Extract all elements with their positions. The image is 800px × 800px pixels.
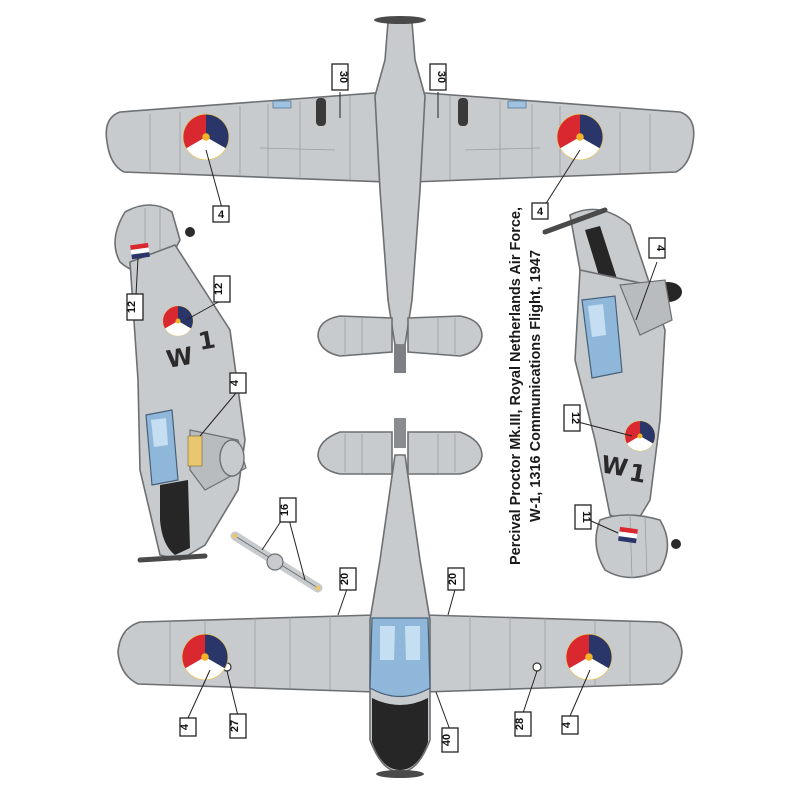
callout-30-top-right: 30 (429, 63, 447, 91)
right-side-view-aircraft: W 1 (542, 207, 682, 579)
callout-label: 20 (339, 573, 351, 585)
callout-label: 11 (580, 511, 592, 523)
propeller-decal (230, 531, 323, 593)
caption-line-2: W-1, 1316 Communications Flight, 1947 (528, 250, 544, 522)
callout-label: 20 (447, 573, 459, 585)
callout-label: 28 (514, 718, 526, 730)
left-code-w: W (164, 342, 195, 374)
callout-4-bottom-left: 4 (179, 717, 197, 737)
callout-label: 4 (179, 723, 191, 730)
callout-label: 16 (279, 504, 291, 516)
callout-4-top-right: 4 (531, 202, 549, 220)
callout-label: 4 (561, 721, 573, 728)
callout-label: 4 (537, 206, 544, 218)
callout-label: 30 (435, 71, 447, 83)
callout-12-left-flag: 12 (126, 293, 144, 321)
callout-12-left-roundel: 12 (213, 275, 231, 303)
callout-27-bottom-left: 27 (229, 713, 247, 739)
callout-4-top-left: 4 (212, 205, 230, 223)
callout-4-left-side: 4 (229, 372, 247, 394)
right-code-1: 1 (627, 458, 648, 488)
callout-20-bottom-left: 20 (339, 567, 357, 591)
left-side-view-aircraft: W 1 (114, 204, 247, 563)
callout-20-bottom-right: 20 (447, 567, 465, 591)
callout-label: 12 (126, 301, 138, 313)
callout-label: 4 (218, 209, 225, 221)
callout-4-right-side: 4 (648, 237, 666, 259)
caption-line-1: Percival Proctor Mk.III, Royal Netherlan… (508, 207, 524, 565)
callout-leaders (135, 92, 658, 731)
callout-label: 27 (229, 720, 241, 732)
callout-11-right-side: 11 (574, 504, 592, 530)
callout-label: 40 (441, 734, 453, 746)
callout-label: 12 (213, 283, 225, 295)
callout-4-bottom-right: 4 (561, 715, 579, 735)
callout-30-top-left: 30 (331, 63, 349, 91)
callout-label: 12 (569, 412, 581, 424)
callout-label: 30 (337, 71, 349, 83)
bottom-view-aircraft (117, 418, 683, 778)
top-view-aircraft (105, 16, 695, 373)
callout-label: 4 (229, 379, 241, 386)
right-code-w: W (599, 450, 630, 482)
callout-12-right-side: 12 (563, 404, 581, 432)
callout-label: 4 (654, 245, 666, 252)
left-code-1: 1 (196, 325, 217, 355)
callout-16-propeller: 16 (279, 497, 297, 523)
callout-40-bottom: 40 (441, 727, 459, 753)
callout-28-bottom-right: 28 (514, 711, 532, 737)
caption: Percival Proctor Mk.III, Royal Netherlan… (508, 207, 544, 565)
